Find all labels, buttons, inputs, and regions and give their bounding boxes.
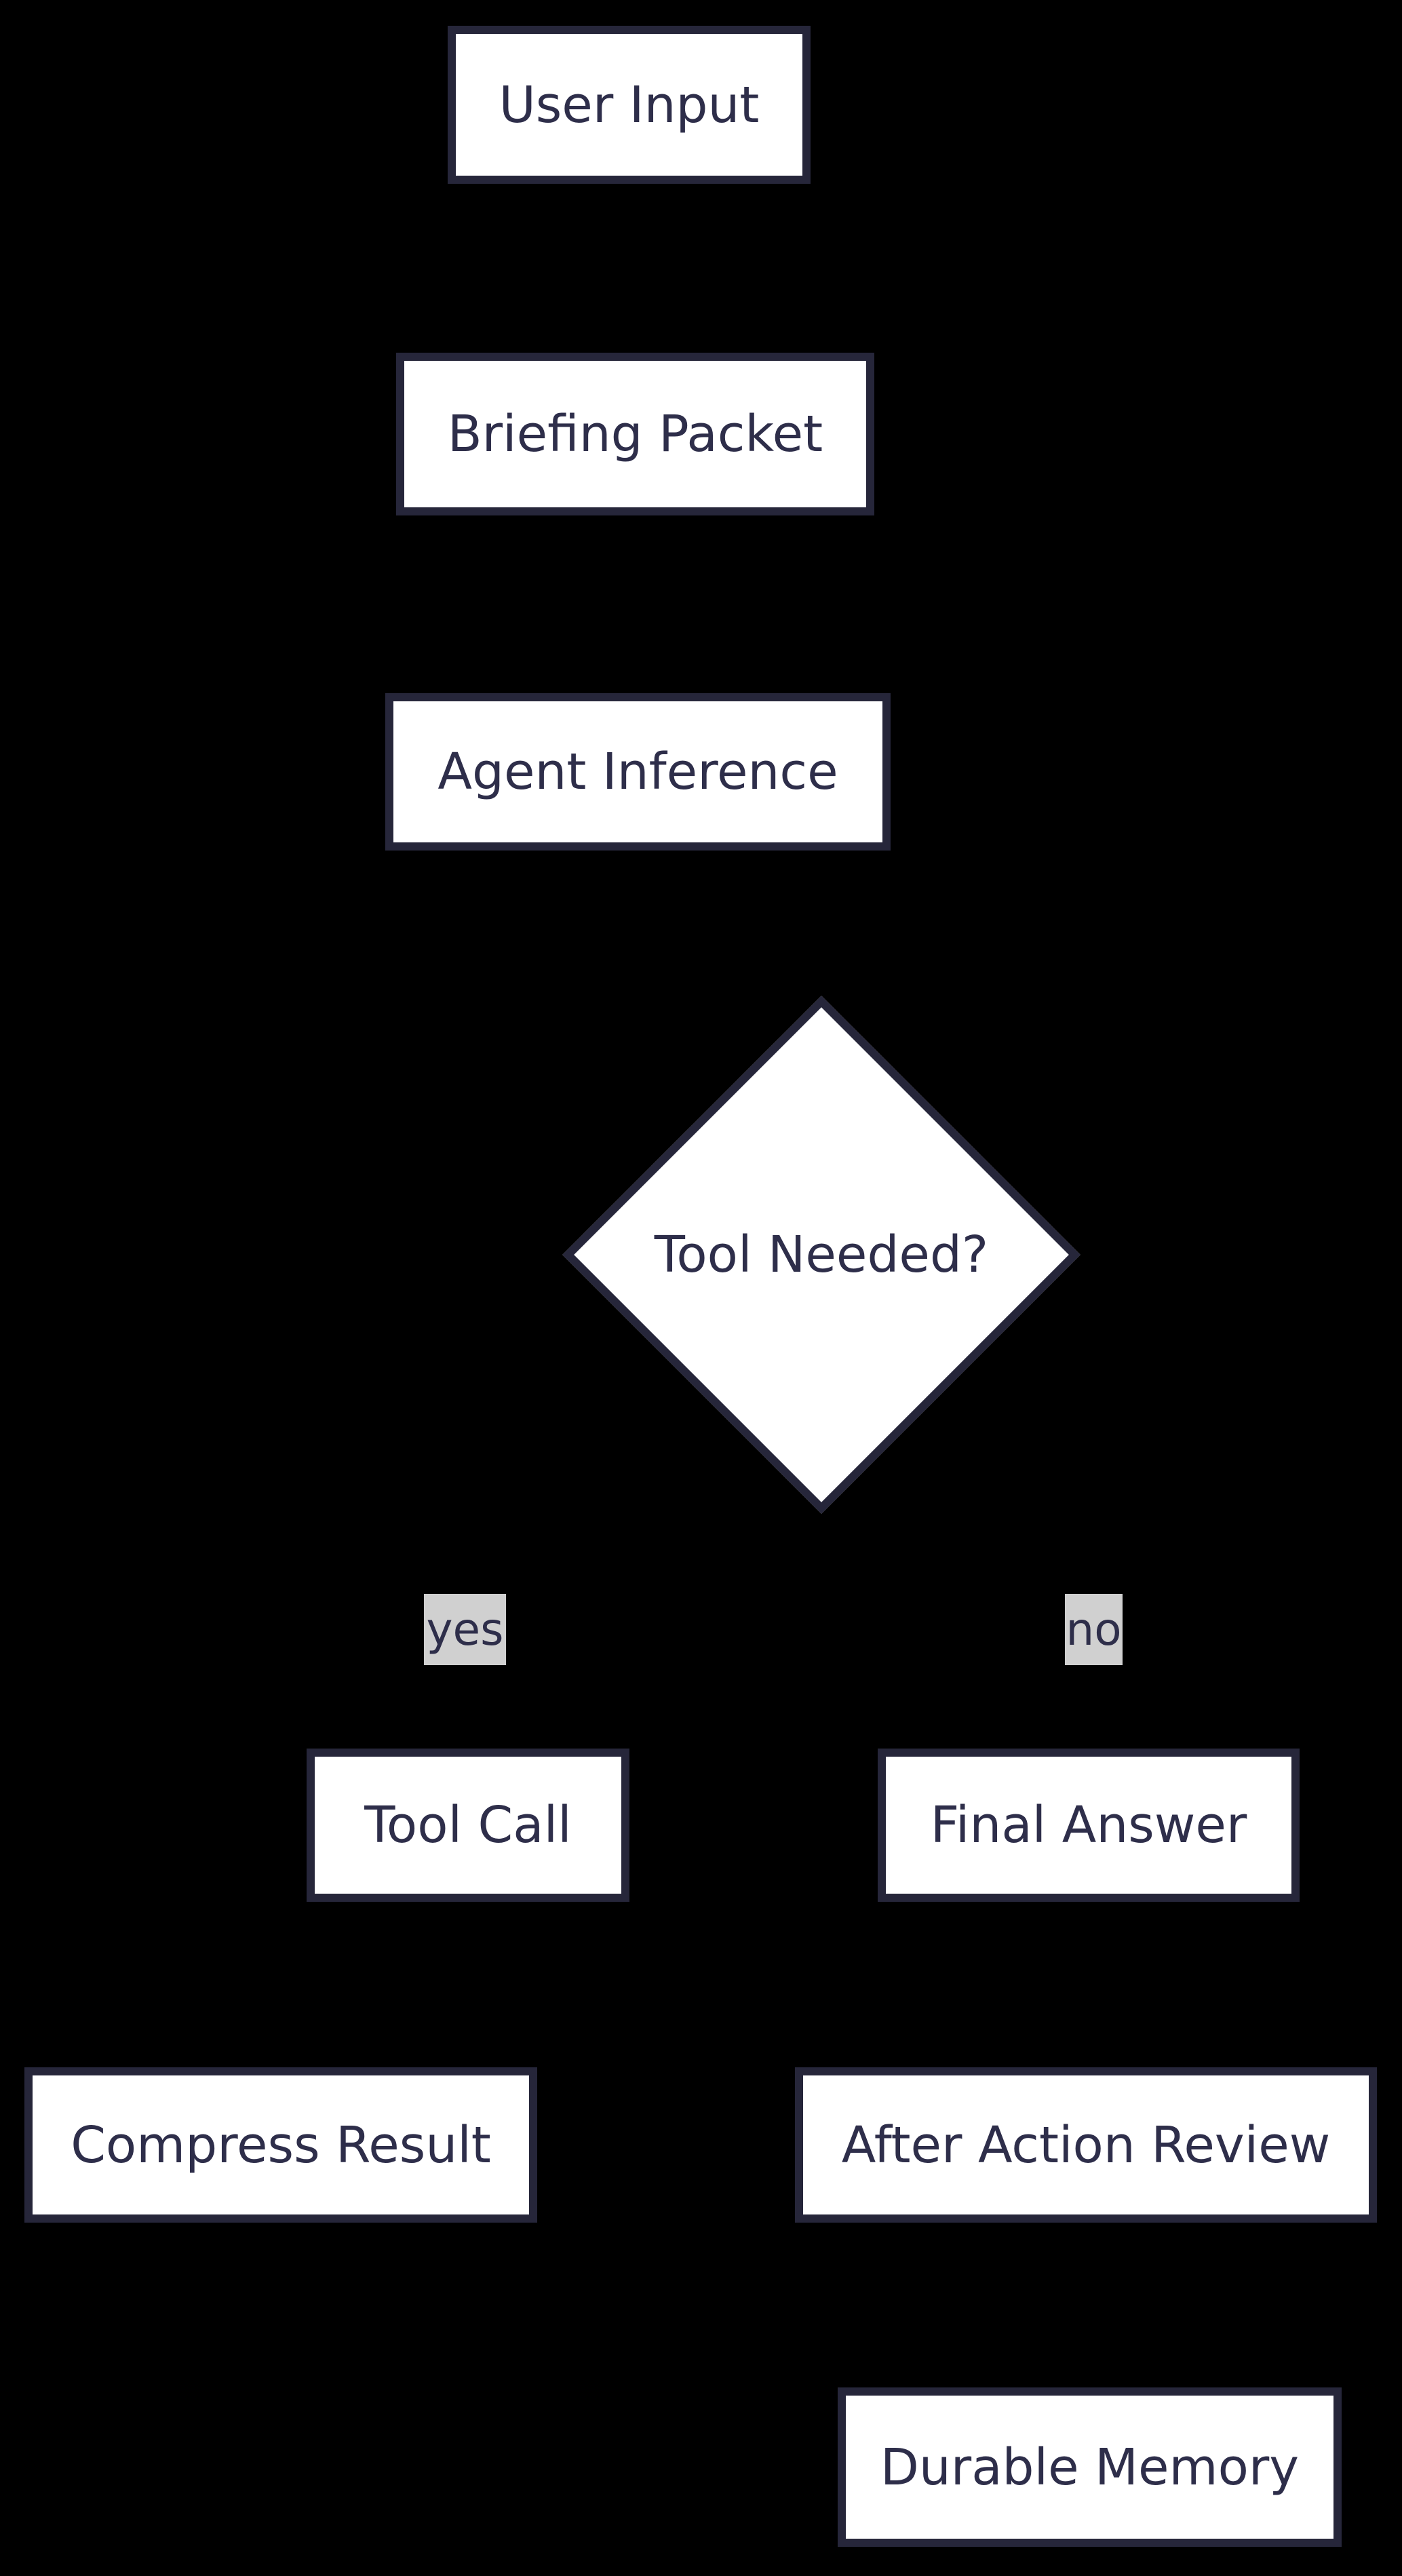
- edge-label-yes-text: yes: [426, 1603, 504, 1656]
- node-user-input: User Input: [448, 26, 811, 184]
- node-after-action-review-label: After Action Review: [841, 2115, 1331, 2174]
- node-tool-call: Tool Call: [307, 1749, 629, 1902]
- edge-label-no-text: no: [1066, 1603, 1122, 1656]
- node-agent-inference-label: Agent Inference: [437, 743, 838, 801]
- node-final-answer: Final Answer: [878, 1749, 1300, 1902]
- edge-label-yes: yes: [424, 1594, 506, 1665]
- node-tool-call-label: Tool Call: [364, 1796, 572, 1854]
- node-durable-memory: Durable Memory: [838, 2387, 1342, 2547]
- node-after-action-review: After Action Review: [795, 2067, 1377, 2223]
- node-user-input-label: User Input: [499, 75, 760, 134]
- node-briefing-packet: Briefing Packet: [396, 353, 874, 515]
- node-tool-needed-label: Tool Needed?: [654, 1226, 989, 1284]
- node-compress-result: Compress Result: [24, 2067, 537, 2223]
- node-tool-needed: Tool Needed?: [562, 991, 1080, 1519]
- node-durable-memory-label: Durable Memory: [880, 2438, 1300, 2497]
- edge-label-no: no: [1065, 1594, 1123, 1665]
- node-final-answer-label: Final Answer: [930, 1796, 1247, 1854]
- node-compress-result-label: Compress Result: [71, 2115, 491, 2174]
- node-agent-inference: Agent Inference: [385, 693, 891, 851]
- node-briefing-packet-label: Briefing Packet: [447, 405, 823, 463]
